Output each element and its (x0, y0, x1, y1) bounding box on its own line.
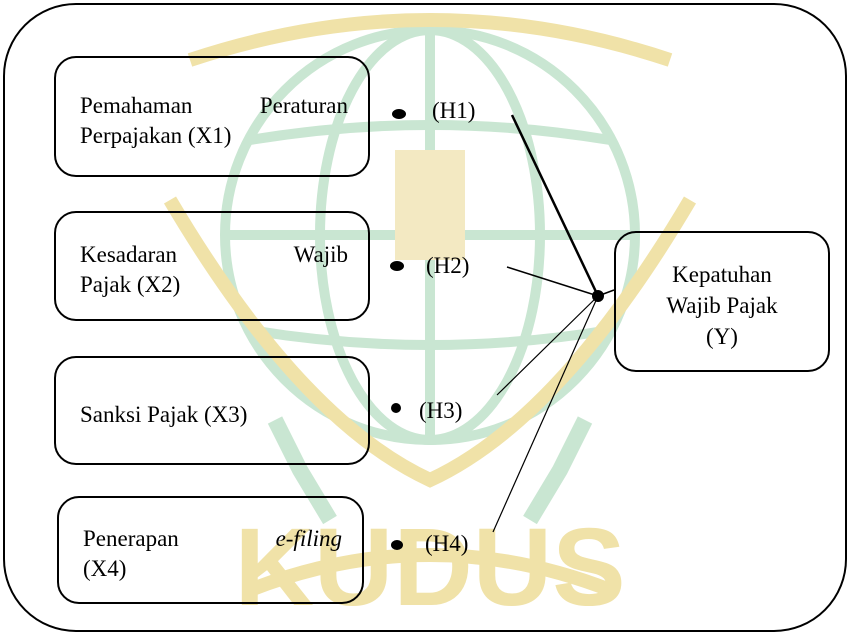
hypothesis-h4: (H4) (425, 531, 469, 556)
hypothesis-h2: (H2) (426, 253, 470, 278)
outer-frame (3, 3, 847, 632)
junction-dot (592, 290, 604, 302)
connector-h3 (496, 295, 599, 396)
box-x1-line2: Perpajakan (X1) (80, 123, 232, 148)
connector-h2 (506, 266, 599, 297)
box-y-line2: Wajib Pajak (666, 293, 778, 318)
box-x3-tax-sanctions: Sanksi Pajak (X3) (54, 356, 370, 465)
box-y-line1: Kepatuhan (672, 262, 772, 287)
box-x1-tax-regulation-understanding: Pemahaman Peraturan Perpajakan (X1) (54, 56, 370, 177)
box-x4-word-e-filing: e-filing (275, 526, 342, 551)
box-x2-line1: Kesadaran Wajib (80, 242, 348, 267)
box-x4-e-filing-implementation: Penerapan e-filing (X4) (57, 496, 364, 604)
box-x2-taxpayer-awareness: Kesadaran Wajib Pajak (X2) (54, 211, 370, 321)
connector-h4 (492, 295, 599, 533)
box-x4-line1: Penerapan e-filing (83, 524, 342, 553)
connector-h1 (510, 114, 600, 297)
bullet-h4 (391, 540, 403, 550)
box-x2-line2: Pajak (X2) (80, 272, 181, 297)
box-x4-word-penerapan: Penerapan (83, 526, 179, 551)
bullet-h2 (390, 261, 404, 271)
hypothesis-h1: (H1) (432, 98, 476, 123)
box-y-taxpayer-compliance: Kepatuhan Wajib Pajak (Y) (614, 231, 830, 372)
bullet-h1 (392, 109, 406, 119)
box-x4-line2: (X4) (83, 556, 127, 581)
box-x1-line1: Pemahaman Peraturan (80, 93, 348, 118)
bullet-h3 (391, 403, 401, 413)
watermark-text: KUDUS (234, 506, 625, 629)
hypothesis-h3: (H3) (419, 398, 463, 423)
box-x3-label: Sanksi Pajak (X3) (80, 402, 248, 427)
box-y-line3: (Y) (706, 324, 738, 349)
